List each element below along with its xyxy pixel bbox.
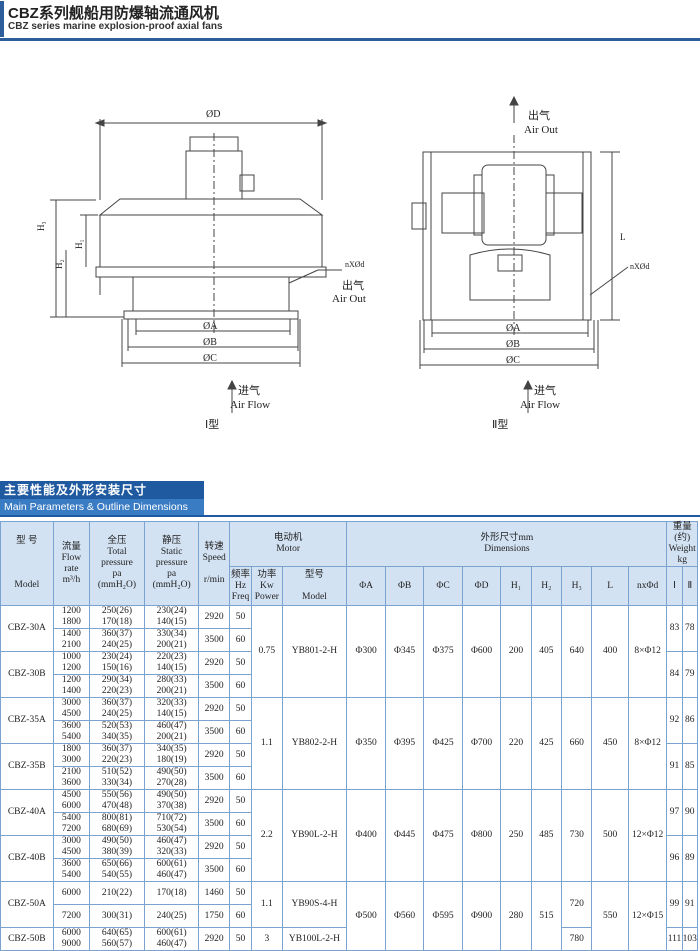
label-ob-left: ØB — [203, 337, 217, 348]
label-ob-right: ØB — [506, 339, 520, 350]
table-row: CBZ-50A 6000 210(22) 170(18) 1460 50 1.1… — [0, 881, 699, 951]
outline-drawings: ØD H₃ H₁ H₂ nXØd 出气 Air Out ØA ØB ØC 进气 … — [36, 95, 650, 431]
label-holes-left: nXØd — [345, 260, 365, 269]
label-out-en-right: Air Out — [524, 124, 558, 136]
label-od: ØD — [206, 109, 220, 120]
cell-model: CBZ-35A — [0, 697, 54, 744]
cell-model: CBZ-40A — [0, 789, 54, 836]
header-rule — [0, 38, 700, 41]
label-out-cn-left: 出气 — [342, 278, 364, 292]
cell-model: CBZ-30A — [0, 605, 54, 652]
label-out-cn-right: 出气 — [528, 108, 550, 122]
label-oc-right: ØC — [506, 355, 520, 366]
label-type-ii: Ⅱ型 — [492, 417, 508, 431]
th-b: ΦB — [384, 566, 425, 606]
page-title-en: CBZ series marine explosion-proof axial … — [8, 21, 223, 32]
cell-model: CBZ-50A — [0, 881, 54, 928]
label-l: L — [620, 232, 626, 242]
label-in-cn-left: 进气 — [238, 383, 260, 397]
label-in-en-left: Air Flow — [230, 399, 270, 411]
type-ii-drawing — [411, 95, 629, 413]
th-h1: H₁ — [500, 566, 532, 606]
page-header: CBZ系列舰船用防爆轴流通风机 CBZ series marine explos… — [0, 0, 700, 41]
label-oa-right: ØA — [506, 323, 521, 334]
label-oc-left: ØC — [203, 353, 217, 364]
section-title-en: Main Parameters & Outline Dimensions — [0, 499, 204, 515]
label-in-cn-right: 进气 — [534, 383, 556, 397]
cell-model: CBZ-50B — [0, 927, 54, 951]
cell-model: CBZ-35B — [0, 743, 54, 790]
label-h1: H₁ — [74, 239, 84, 249]
label-type-i: Ⅰ型 — [205, 417, 219, 431]
label-h3: H₃ — [36, 221, 46, 231]
th-wt-i: Ⅰ — [666, 566, 683, 606]
label-out-en-left: Air Out — [332, 293, 366, 305]
label-holes-right: nXØd — [630, 262, 650, 271]
section-heading: 主要性能及外形安装尺寸 Main Parameters & Outline Di… — [0, 481, 700, 517]
header-accent — [0, 1, 4, 37]
section-title-cn: 主要性能及外形安装尺寸 — [0, 481, 204, 499]
th-nd: nxΦd — [627, 566, 668, 606]
th-c: ΦC — [423, 566, 463, 606]
label-oa-left: ØA — [203, 321, 218, 332]
type-i-drawing — [50, 119, 342, 413]
th-h2: H₂ — [530, 566, 563, 606]
th-d: ΦD — [461, 566, 502, 606]
label-in-en-right: Air Flow — [520, 399, 560, 411]
th-wt-ii: Ⅱ — [681, 566, 699, 606]
cell-model: CBZ-30B — [0, 651, 54, 698]
label-h2: H₂ — [54, 259, 64, 269]
th-l: L — [591, 566, 629, 606]
cell-model: CBZ-40B — [0, 835, 54, 882]
th-h3: H₃ — [561, 566, 593, 606]
section-rule — [0, 515, 700, 517]
th-a: ΦA — [346, 566, 386, 606]
page-title-cn: CBZ系列舰船用防爆轴流通风机 — [8, 5, 219, 22]
